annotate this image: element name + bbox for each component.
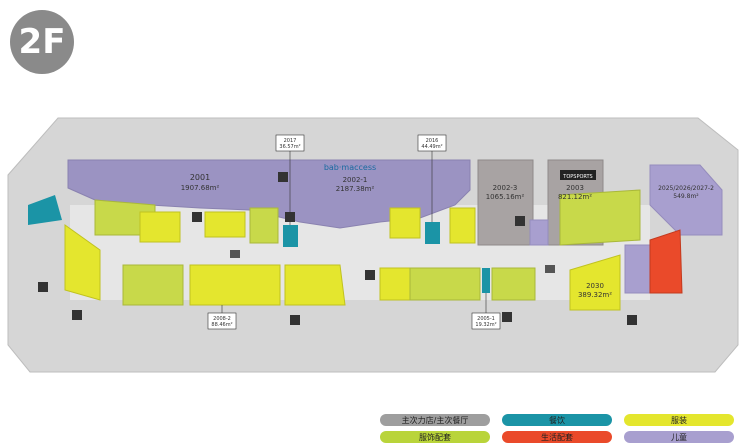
store-2007[interactable] xyxy=(139,211,181,243)
area-2017: 36.57m² xyxy=(279,144,300,150)
store-2011[interactable] xyxy=(249,207,279,244)
store-2040[interactable] xyxy=(64,224,101,301)
area-2003: 821.12m² xyxy=(558,193,592,201)
store-2029[interactable] xyxy=(624,244,651,294)
store-2017-food[interactable] xyxy=(283,225,298,247)
legend-food: 餐饮 xyxy=(502,414,612,426)
label-2001: 2001 xyxy=(190,173,210,182)
area-2002-3: 1065.16m² xyxy=(486,193,525,201)
store-2002-2[interactable] xyxy=(449,207,476,244)
label-2016: 2016 xyxy=(426,138,439,144)
restroom-icon xyxy=(285,212,295,222)
store-2020[interactable] xyxy=(529,219,549,246)
label-2025: 2025/2026/2027-2 xyxy=(658,185,714,192)
label-2002-3: 2002-3 xyxy=(493,184,518,192)
store-2008-2[interactable] xyxy=(189,264,281,306)
legend-accessories-label: 服饰配套 xyxy=(419,432,451,442)
store-2025[interactable] xyxy=(649,164,723,236)
label-2003: 2003 xyxy=(566,184,584,192)
area-2002-1: 2187.38m² xyxy=(336,185,375,193)
store-2006-2005[interactable] xyxy=(284,264,346,306)
escalator-icon xyxy=(230,250,240,258)
area-2001: 1907.68m² xyxy=(181,184,220,192)
legend-kids: 儿童 xyxy=(624,431,734,443)
store-2005-food[interactable] xyxy=(482,268,490,293)
elevator-icon xyxy=(290,315,300,325)
legend-lifestyle-label: 生活配套 xyxy=(541,432,573,442)
legend-accessories: 服饰配套 xyxy=(380,431,490,443)
topsports-sign xyxy=(560,170,596,180)
label-2017: 2017 xyxy=(284,138,297,144)
label-2030: 2030 xyxy=(586,282,604,290)
area-2005-1: 19.32m² xyxy=(475,322,496,328)
elevator-icon xyxy=(72,310,82,320)
store-2032[interactable] xyxy=(409,267,481,301)
legend-food-label: 餐饮 xyxy=(549,415,565,425)
legend-apparel-label: 服装 xyxy=(671,415,687,425)
store-2032-2[interactable] xyxy=(491,267,536,301)
floor-label: 2F xyxy=(18,22,66,62)
store-2002-3[interactable] xyxy=(477,159,534,246)
elevator-icon xyxy=(192,212,202,222)
store-2028[interactable] xyxy=(649,229,683,294)
brand-sign: bab·maccess xyxy=(324,163,376,172)
label-2008-2: 2008-2 xyxy=(213,316,231,322)
store-2016-food[interactable] xyxy=(425,222,440,244)
restroom-icon xyxy=(38,282,48,292)
restroom-icon xyxy=(627,315,637,325)
area-2030: 389.32m² xyxy=(578,291,612,299)
store-2041[interactable] xyxy=(122,264,184,306)
area-2016: 44.49m² xyxy=(421,144,442,150)
legend: 主次力店/主次餐厅 餐饮 服装 服饰配套 生活配套 儿童 xyxy=(380,412,740,444)
store-2030[interactable] xyxy=(569,254,621,311)
elevator-icon xyxy=(502,312,512,322)
area-2008-2: 88.46m² xyxy=(211,322,232,328)
legend-lifestyle: 生活配套 xyxy=(502,431,612,443)
elevator-icon xyxy=(278,172,288,182)
store-2021[interactable] xyxy=(559,189,641,246)
store-2005-1[interactable] xyxy=(379,267,411,301)
legend-anchor-label: 主次力店/主次餐厅 xyxy=(401,415,469,425)
label-2005-1: 2005-1 xyxy=(477,316,495,322)
legend-kids-label: 儿童 xyxy=(671,432,687,442)
label-2002-1: 2002-1 xyxy=(343,176,368,184)
legend-anchor: 主次力店/主次餐厅 xyxy=(380,414,490,426)
topsports-label: TOPSPORTS xyxy=(562,174,592,180)
store-2012[interactable] xyxy=(204,211,246,238)
legend-apparel: 服装 xyxy=(624,414,734,426)
elevator-icon xyxy=(365,270,375,280)
area-2025: 549.8m² xyxy=(673,193,699,200)
elevator-icon xyxy=(515,216,525,226)
store-2015[interactable] xyxy=(389,207,421,239)
escalator-icon xyxy=(545,265,555,273)
floor-badge: 2F xyxy=(10,10,74,74)
store-2019[interactable] xyxy=(28,195,62,225)
